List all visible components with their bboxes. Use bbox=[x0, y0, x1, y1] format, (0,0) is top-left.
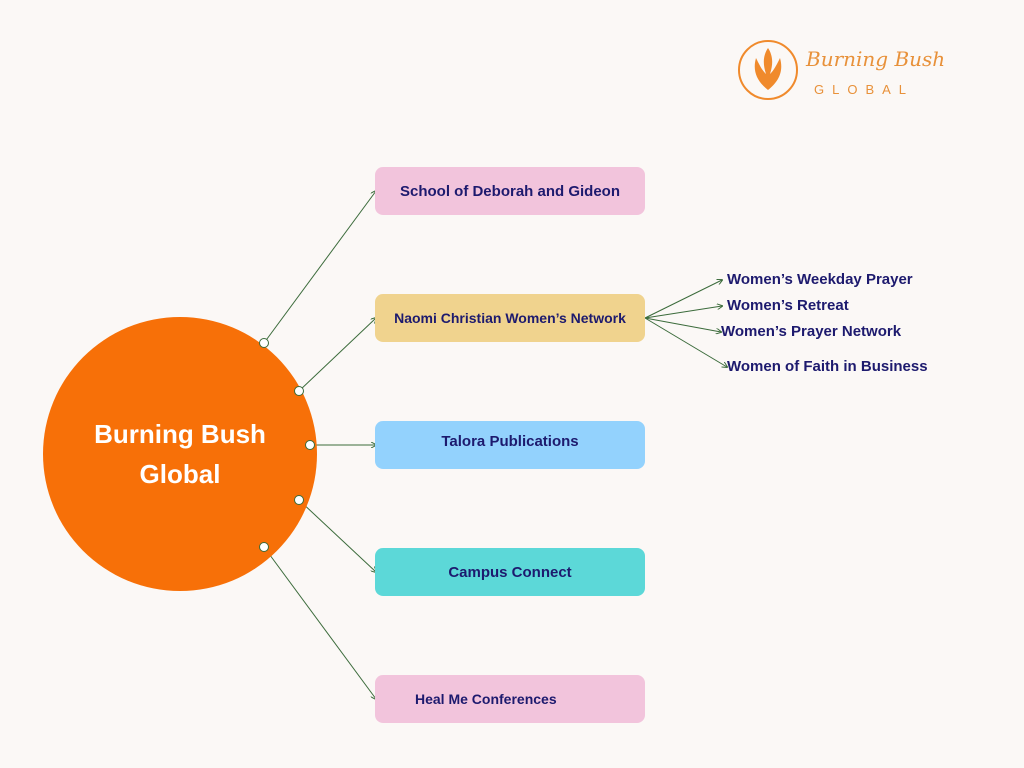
branch-label: School of Deborah and Gideon bbox=[399, 182, 620, 200]
branch-school-of-deborah: School of Deborah and Gideon bbox=[375, 167, 645, 215]
branch-label: Naomi Christian Women’s Network bbox=[394, 310, 626, 326]
branch-talora-publications: Talora Publications bbox=[375, 421, 645, 469]
branch-label: Campus Connect bbox=[448, 563, 572, 581]
connector-dot bbox=[259, 338, 269, 348]
branch-naomi-network: Naomi Christian Women’s Network bbox=[375, 294, 645, 342]
logo-sub: GLOBAL bbox=[814, 82, 915, 97]
connector bbox=[298, 318, 376, 392]
connector-dot bbox=[294, 495, 304, 505]
sub-branch: Women of Faith in Business bbox=[727, 358, 928, 375]
sub-branch: Women’s Prayer Network bbox=[721, 323, 902, 340]
logo: Burning Bush GLOBAL bbox=[738, 40, 948, 104]
sub-branch: Women’s Weekday Prayer bbox=[727, 271, 913, 288]
connector-dot bbox=[259, 542, 269, 552]
branch-label: Heal Me Conferences bbox=[415, 691, 557, 707]
connector bbox=[644, 317, 721, 332]
connector-dot bbox=[294, 386, 304, 396]
branch-campus-connect: Campus Connect bbox=[375, 548, 645, 596]
branch-label: Talora Publications bbox=[441, 433, 579, 450]
logo-script: Burning Bush bbox=[806, 47, 946, 71]
connector bbox=[644, 306, 722, 319]
connector bbox=[644, 317, 727, 367]
connector bbox=[263, 191, 376, 344]
connector bbox=[263, 546, 376, 699]
center-label: Burning Bush Global bbox=[94, 419, 266, 489]
flame-leaf-icon bbox=[738, 40, 798, 100]
connector bbox=[644, 280, 722, 319]
sub-branch: Women’s Retreat bbox=[727, 297, 849, 314]
connector bbox=[298, 499, 376, 572]
branch-heal-me: Heal Me Conferences bbox=[375, 675, 645, 723]
connector-dot bbox=[305, 440, 315, 450]
center-node: Burning Bush Global bbox=[43, 317, 317, 591]
